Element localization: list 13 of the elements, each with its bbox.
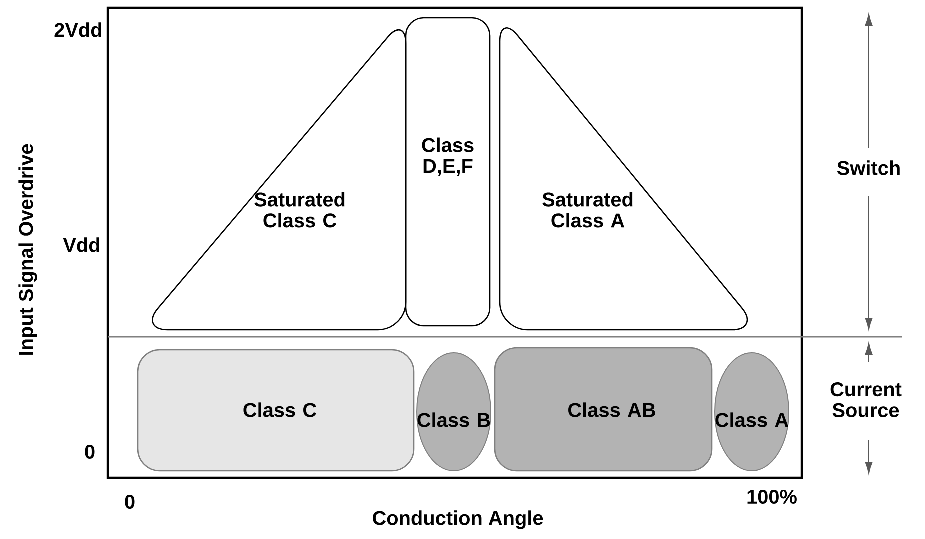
region-outline: Saturated Class A [499, 28, 748, 331]
axis-title: Conduction Angle [373, 510, 544, 530]
region-label: Current Source [830, 382, 902, 418]
axis-tick-label: 2Vdd [54, 22, 102, 38]
region-outline: Class D,E,F [405, 17, 491, 327]
axis-tick-label: 0 [125, 494, 135, 510]
axis-title: Input Signal Overdrive [18, 144, 38, 355]
region-label: Switch [837, 160, 900, 176]
axis-tick-label: 100% [748, 490, 797, 504]
axis-tick-label: 0 [85, 444, 95, 460]
region-box: Class C [137, 349, 415, 472]
axis-tick-label: Vdd [63, 238, 100, 252]
region-outline: Saturated Class C [152, 29, 407, 331]
